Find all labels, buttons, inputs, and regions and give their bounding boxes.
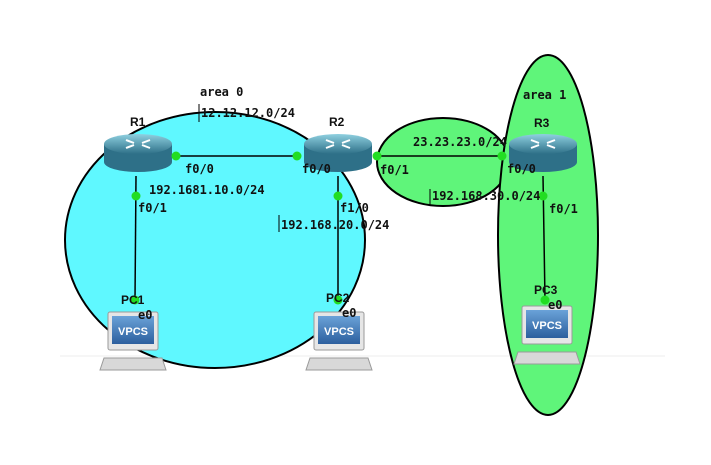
pc3-name: PC3 (534, 283, 558, 297)
router-r2-name: R2 (329, 115, 345, 129)
router-r3-icon[interactable] (509, 134, 577, 172)
pc1-e0-label: e0 (138, 308, 152, 322)
pc3-screen-label: VPCS (532, 320, 562, 332)
router-r3-name: R3 (534, 116, 550, 130)
r3-f01-dot (538, 191, 548, 201)
pc1-screen-label: VPCS (118, 326, 148, 338)
r2-f01-dot (372, 151, 382, 161)
pc2-screen-label: VPCS (324, 326, 354, 338)
r3-f00-dot (497, 151, 507, 161)
pc1-e0-dot (130, 295, 140, 305)
r3-f01-label: f0/1 (549, 202, 578, 216)
r1-f01-dot (131, 191, 141, 201)
r1-pc1-network-label: 192.1681.10.0/24 (149, 183, 265, 197)
r1-r2-network-label: 12.12.12.0/24 (201, 106, 295, 120)
r2-f10-dot (333, 191, 343, 201)
r1-f00-dot (171, 151, 181, 161)
area0-label: area 0 (200, 85, 243, 99)
pc1-name: PC1 (121, 293, 145, 307)
pc2-icon[interactable]: VPCS (305, 311, 373, 371)
r2-r3-network-label: 23.23.23.0/24 (413, 135, 507, 149)
router-r2-icon[interactable] (304, 134, 372, 172)
r2-pc2-network-label: 192.168.20.0/24 (281, 218, 389, 232)
r1-f00-label: f0/0 (185, 162, 214, 176)
r2-f00-label: f0/0 (302, 162, 331, 176)
area1-label: area 1 (523, 88, 566, 102)
pc2-name: PC2 (326, 291, 350, 305)
r2-f00-dot (292, 151, 302, 161)
r2-f10-label: f1/0 (340, 201, 369, 215)
pc2-e0-label: e0 (342, 306, 356, 320)
pc2-e0-dot (333, 295, 343, 305)
r1-f01-label: f0/1 (138, 201, 167, 215)
link-endpoints (130, 151, 550, 305)
pc3-e0-dot (540, 295, 550, 305)
pc3-e0-label: e0 (548, 298, 562, 312)
r3-f00-label: f0/0 (507, 162, 536, 176)
r2-f01-label: f0/1 (380, 163, 409, 177)
router-r1-icon[interactable] (104, 134, 172, 172)
router-r1-name: R1 (130, 115, 146, 129)
area0-region (64, 111, 366, 369)
pc3-icon[interactable]: VPCS (513, 305, 581, 365)
r3-pc3-network-label: 192.168.30.0/24 (432, 189, 540, 203)
pc1-icon[interactable]: VPCS (99, 311, 167, 371)
